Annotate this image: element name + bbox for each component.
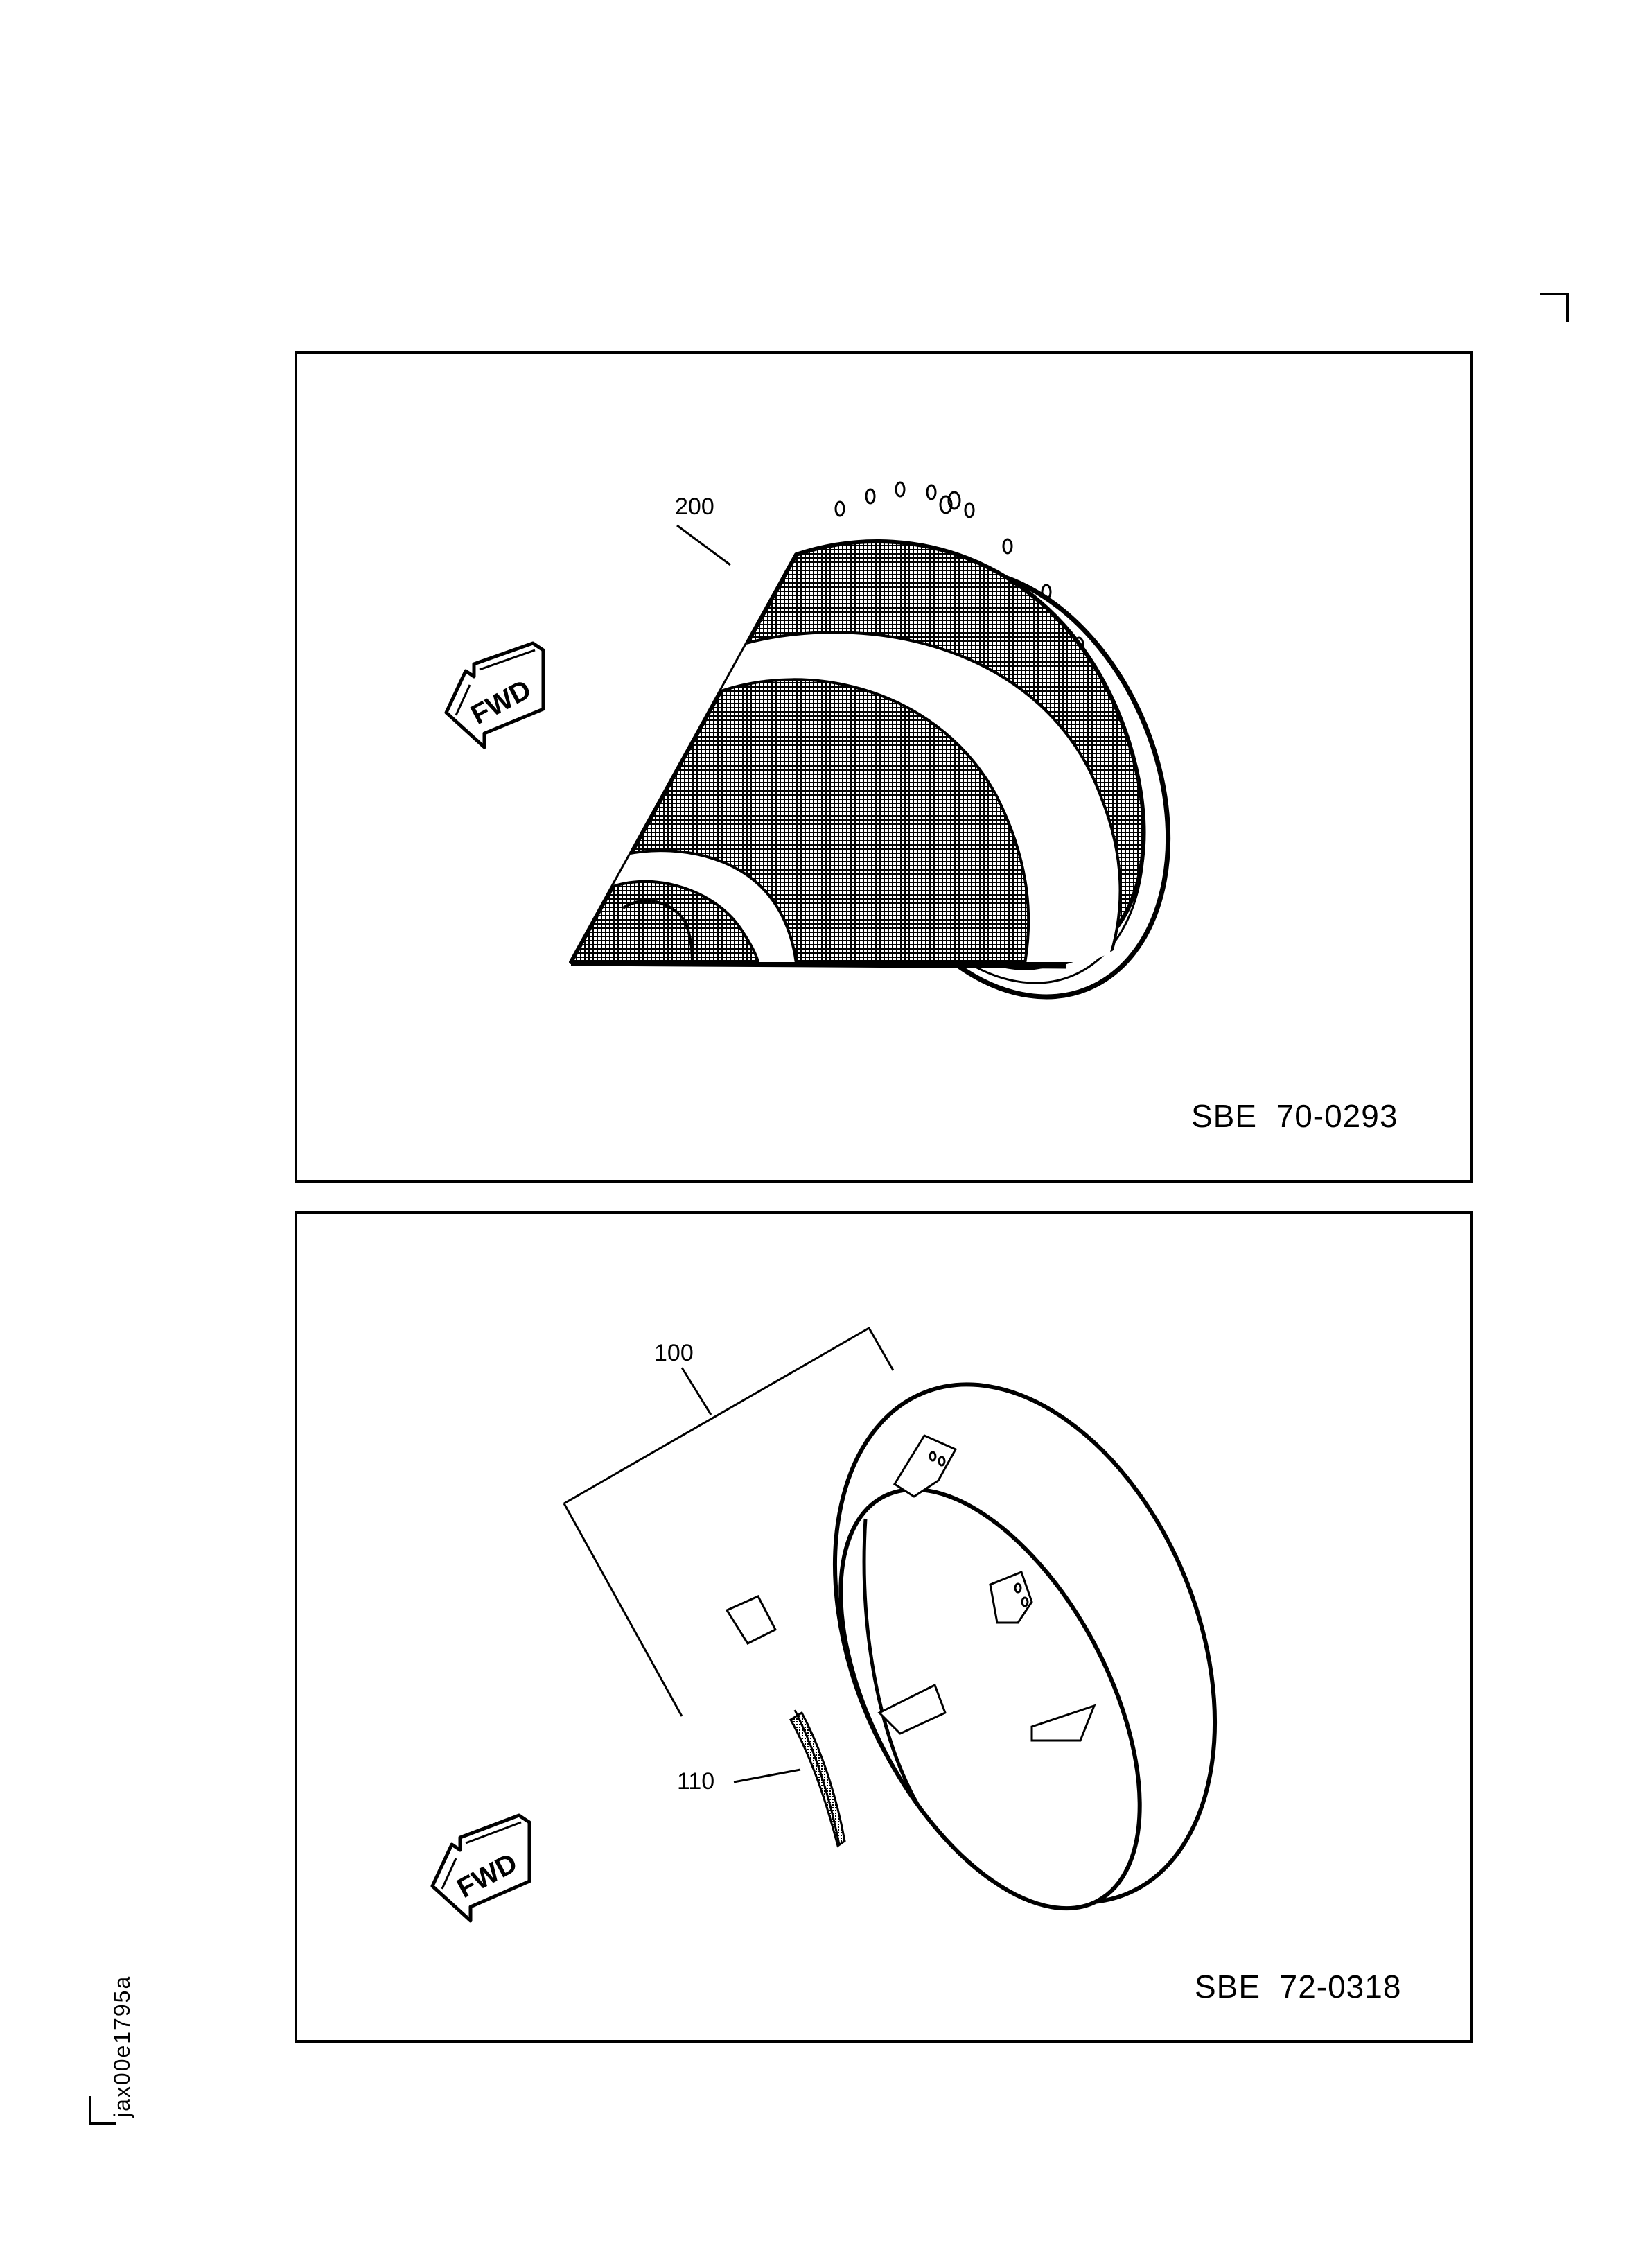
cone-illustration: 200 FWD (444, 481, 1171, 1000)
callout-100: 100 (563, 1326, 895, 1717)
svg-text:110: 110 (677, 1768, 714, 1795)
corner-mark-bottom-left (89, 2096, 116, 2125)
service-bulletin-label: SBE 70-0293 (1191, 1098, 1398, 1134)
fwd-arrow-icon: FWD (430, 1813, 531, 1923)
seal-strip (789, 1709, 846, 1848)
service-bulletin-label: SBE 72-0318 (1195, 1969, 1402, 2005)
corner-mark-top-right (1540, 293, 1569, 322)
ring-illustration: 100 110 FWD (430, 1326, 1217, 1923)
panel-bottom: 100 110 FWD (295, 1211, 1473, 2043)
callout-110: 110 (677, 1768, 801, 1795)
ring-assembly (725, 1382, 1217, 1911)
fwd-arrow-icon: FWD (444, 641, 545, 749)
figure-id: jax00e1795a (109, 1975, 134, 2118)
cone-body (569, 539, 1146, 969)
callout-200: 200 (675, 494, 731, 566)
svg-text:100: 100 (654, 1340, 694, 1366)
svg-text:200: 200 (675, 494, 714, 520)
panel-top: 200 FWD (295, 351, 1473, 1183)
